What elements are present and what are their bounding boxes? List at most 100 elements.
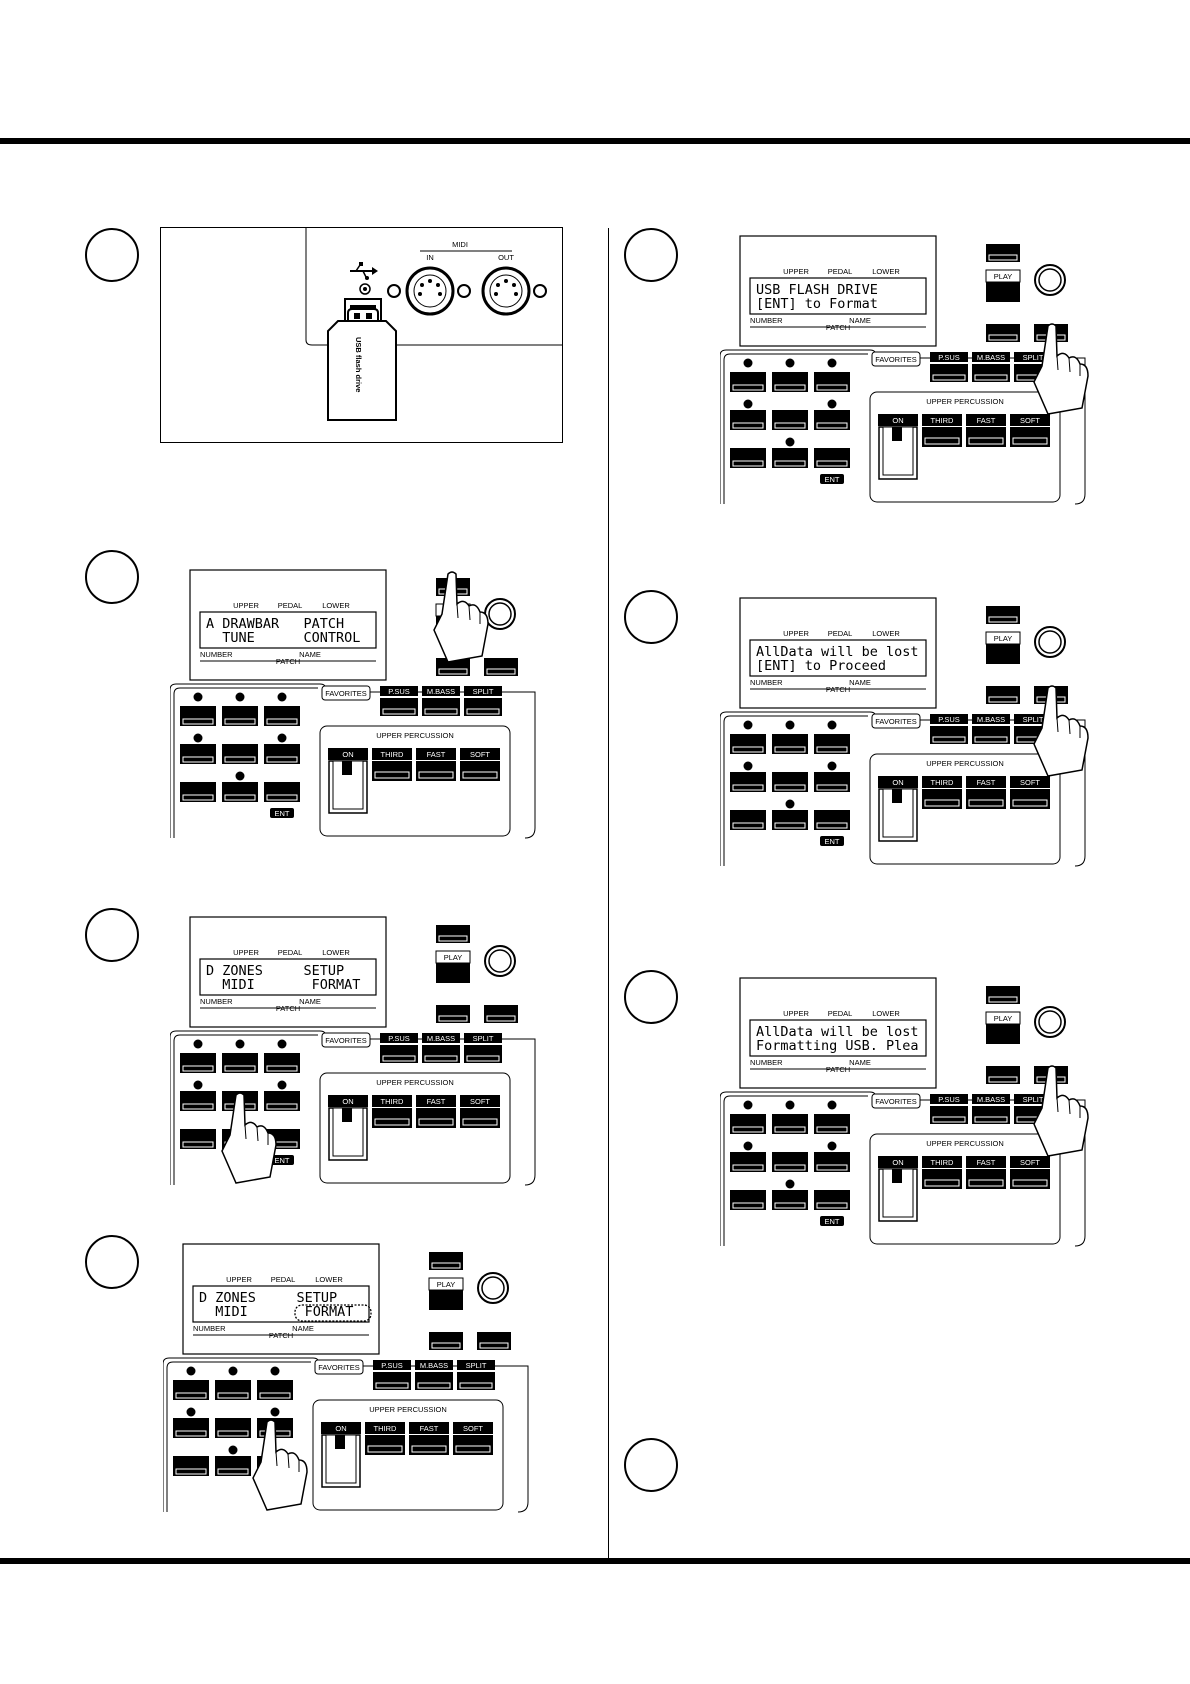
tab-button-1[interactable]: M.BASS [415,1360,453,1390]
nav-button-r2c1[interactable] [173,1418,209,1438]
play-button[interactable]: PLAY [985,631,1021,664]
lower-left-button[interactable] [429,1332,463,1350]
percussion-button-1[interactable]: THIRD [372,1095,412,1128]
nav-button-r2c3[interactable] [814,772,850,792]
nav-button-r2c3[interactable] [264,744,300,764]
percussion-button-0[interactable]: ON [878,776,918,842]
nav-button-r1c3[interactable] [814,372,850,392]
percussion-button-0[interactable]: ON [328,748,368,814]
nav-button-r3c1[interactable] [173,1456,209,1476]
upper-right-button[interactable] [436,925,470,943]
nav-button-r1c1[interactable] [180,706,216,726]
tab-button-0[interactable]: P.SUS [373,1360,411,1390]
percussion-button-2[interactable]: FAST [966,414,1006,447]
nav-button-r3c2[interactable] [222,782,258,802]
tab-button-1[interactable]: M.BASS [422,1033,460,1063]
nav-button-r3c3[interactable] [264,782,300,802]
percussion-button-2[interactable]: FAST [966,1156,1006,1189]
nav-button-r2c3[interactable] [814,410,850,430]
midi-in-port[interactable] [387,266,471,316]
lower-left-button[interactable] [986,324,1020,342]
nav-button-r3c1[interactable] [180,782,216,802]
nav-button-r1c2[interactable] [222,706,258,726]
nav-button-r1c2[interactable] [215,1380,251,1400]
nav-button-r3c2[interactable] [772,810,808,830]
upper-right-button[interactable] [986,606,1020,624]
nav-button-r3c1[interactable] [730,1190,766,1210]
nav-button-r3c1[interactable] [730,810,766,830]
percussion-button-2[interactable]: FAST [966,776,1006,809]
nav-button-r1c2[interactable] [772,372,808,392]
percussion-button-0[interactable]: ON [321,1422,361,1488]
percussion-button-1[interactable]: THIRD [922,414,962,447]
tab-button-2[interactable]: SPLIT [457,1360,495,1390]
nav-button-r3c2[interactable] [215,1456,251,1476]
nav-button-r1c1[interactable] [730,372,766,392]
tab-button-1[interactable]: M.BASS [422,686,460,716]
ent-side-button[interactable] [484,1005,518,1023]
nav-button-r3c1[interactable] [730,448,766,468]
upper-right-button[interactable] [429,1252,463,1270]
tab-button-0[interactable]: P.SUS [930,1094,968,1124]
nav-button-r3c2[interactable] [772,1190,808,1210]
nav-button-r2c1[interactable] [730,772,766,792]
percussion-button-0[interactable]: ON [878,1156,918,1222]
nav-button-r1c3[interactable] [257,1380,293,1400]
nav-button-r1c3[interactable] [814,734,850,754]
rotary-knob[interactable] [1034,264,1066,296]
nav-button-r3c3[interactable] [814,1190,850,1210]
ent-side-button[interactable] [484,658,518,676]
tab-button-0[interactable]: P.SUS [380,1033,418,1063]
lower-left-button[interactable] [436,1005,470,1023]
percussion-button-2[interactable]: FAST [409,1422,449,1455]
nav-button-r3c3[interactable] [814,810,850,830]
rotary-knob[interactable] [484,945,516,977]
tab-button-1[interactable]: M.BASS [972,352,1010,382]
rotary-knob[interactable] [1034,626,1066,658]
tab-button-1[interactable]: M.BASS [972,1094,1010,1124]
nav-button-r1c1[interactable] [730,1114,766,1134]
rotary-knob[interactable] [484,598,516,630]
nav-button-r2c2[interactable] [222,744,258,764]
percussion-button-3[interactable]: SOFT [460,748,500,781]
play-button[interactable]: PLAY [985,269,1021,302]
nav-button-r3c1[interactable] [180,1129,216,1149]
tab-button-0[interactable]: P.SUS [930,352,968,382]
nav-button-r2c2[interactable] [772,772,808,792]
percussion-button-1[interactable]: THIRD [365,1422,405,1455]
percussion-button-1[interactable]: THIRD [372,748,412,781]
ent-side-button[interactable] [477,1332,511,1350]
play-button[interactable]: PLAY [985,1011,1021,1044]
tab-button-0[interactable]: P.SUS [930,714,968,744]
nav-button-r2c1[interactable] [180,1091,216,1111]
percussion-button-2[interactable]: FAST [416,748,456,781]
play-button[interactable]: PLAY [435,950,471,983]
play-button[interactable]: PLAY [428,1277,464,1310]
nav-button-r3c2[interactable] [772,448,808,468]
nav-button-r2c2[interactable] [772,1152,808,1172]
upper-right-button[interactable] [986,244,1020,262]
rotary-knob[interactable] [477,1272,509,1304]
nav-button-r1c3[interactable] [264,1053,300,1073]
percussion-button-3[interactable]: SOFT [1010,776,1050,809]
nav-button-r2c2[interactable] [772,410,808,430]
tab-button-1[interactable]: M.BASS [972,714,1010,744]
percussion-button-3[interactable]: SOFT [1010,1156,1050,1189]
tab-button-0[interactable]: P.SUS [380,686,418,716]
nav-button-r2c2[interactable] [215,1418,251,1438]
nav-button-r1c2[interactable] [772,1114,808,1134]
midi-out-port[interactable] [481,266,547,316]
percussion-button-3[interactable]: SOFT [1010,414,1050,447]
nav-button-r2c3[interactable] [814,1152,850,1172]
tab-button-2[interactable]: SPLIT [464,686,502,716]
percussion-button-0[interactable]: ON [878,414,918,480]
nav-button-r2c1[interactable] [730,410,766,430]
tab-button-2[interactable]: SPLIT [464,1033,502,1063]
nav-button-r1c3[interactable] [814,1114,850,1134]
nav-button-r1c1[interactable] [173,1380,209,1400]
percussion-button-3[interactable]: SOFT [460,1095,500,1128]
upper-right-button[interactable] [986,986,1020,1004]
nav-button-r3c3[interactable] [814,448,850,468]
nav-button-r2c1[interactable] [730,1152,766,1172]
nav-button-r1c2[interactable] [222,1053,258,1073]
